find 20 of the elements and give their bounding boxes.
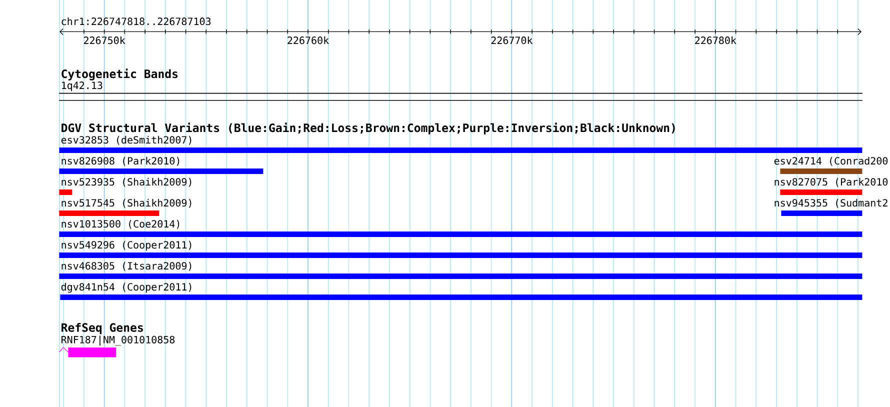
scale-label: 226770k: [491, 36, 533, 44]
band-label: 1q42.13: [62, 82, 102, 92]
variant-label: nsv826908 (Park2010): [62, 156, 180, 166]
gene-label: RNF187|NM_001010858: [62, 336, 175, 346]
scale-label: 226760k: [288, 36, 329, 44]
variant-label: esv32853 (deSmith2007): [61, 136, 192, 145]
variant-label: nsv523935 (Shaikh2009): [62, 178, 192, 187]
variant-label: dgv841n54 (Cooper2011): [61, 282, 192, 293]
track-title: DGV Structural Variants (Blue:Gain;Red:Loss;Brown:Complex;Purple:Inversion;Black:Unknown): [62, 122, 675, 134]
variant-label: nsv517545 (Shaikh2009): [62, 198, 192, 208]
variant-label: nsv549296 (Cooper2011): [62, 240, 192, 251]
variant-label: nsv827075 (Park2010: [774, 178, 888, 187]
variant-label: esv24714 (Conrad200: [774, 156, 888, 166]
variant-label: nsv945355 (Sudmant2: [774, 198, 888, 208]
coordinate-label: chr1:226747818..226787103: [62, 17, 211, 26]
track-title: RefSeq Genes: [62, 322, 143, 334]
variant-label: nsv468305 (Itsara2009): [62, 262, 192, 271]
scale-label: 226780k: [695, 36, 736, 44]
variant-label: nsv1013500 (Coe2014): [62, 220, 180, 229]
scale-label: 226750k: [84, 36, 126, 44]
